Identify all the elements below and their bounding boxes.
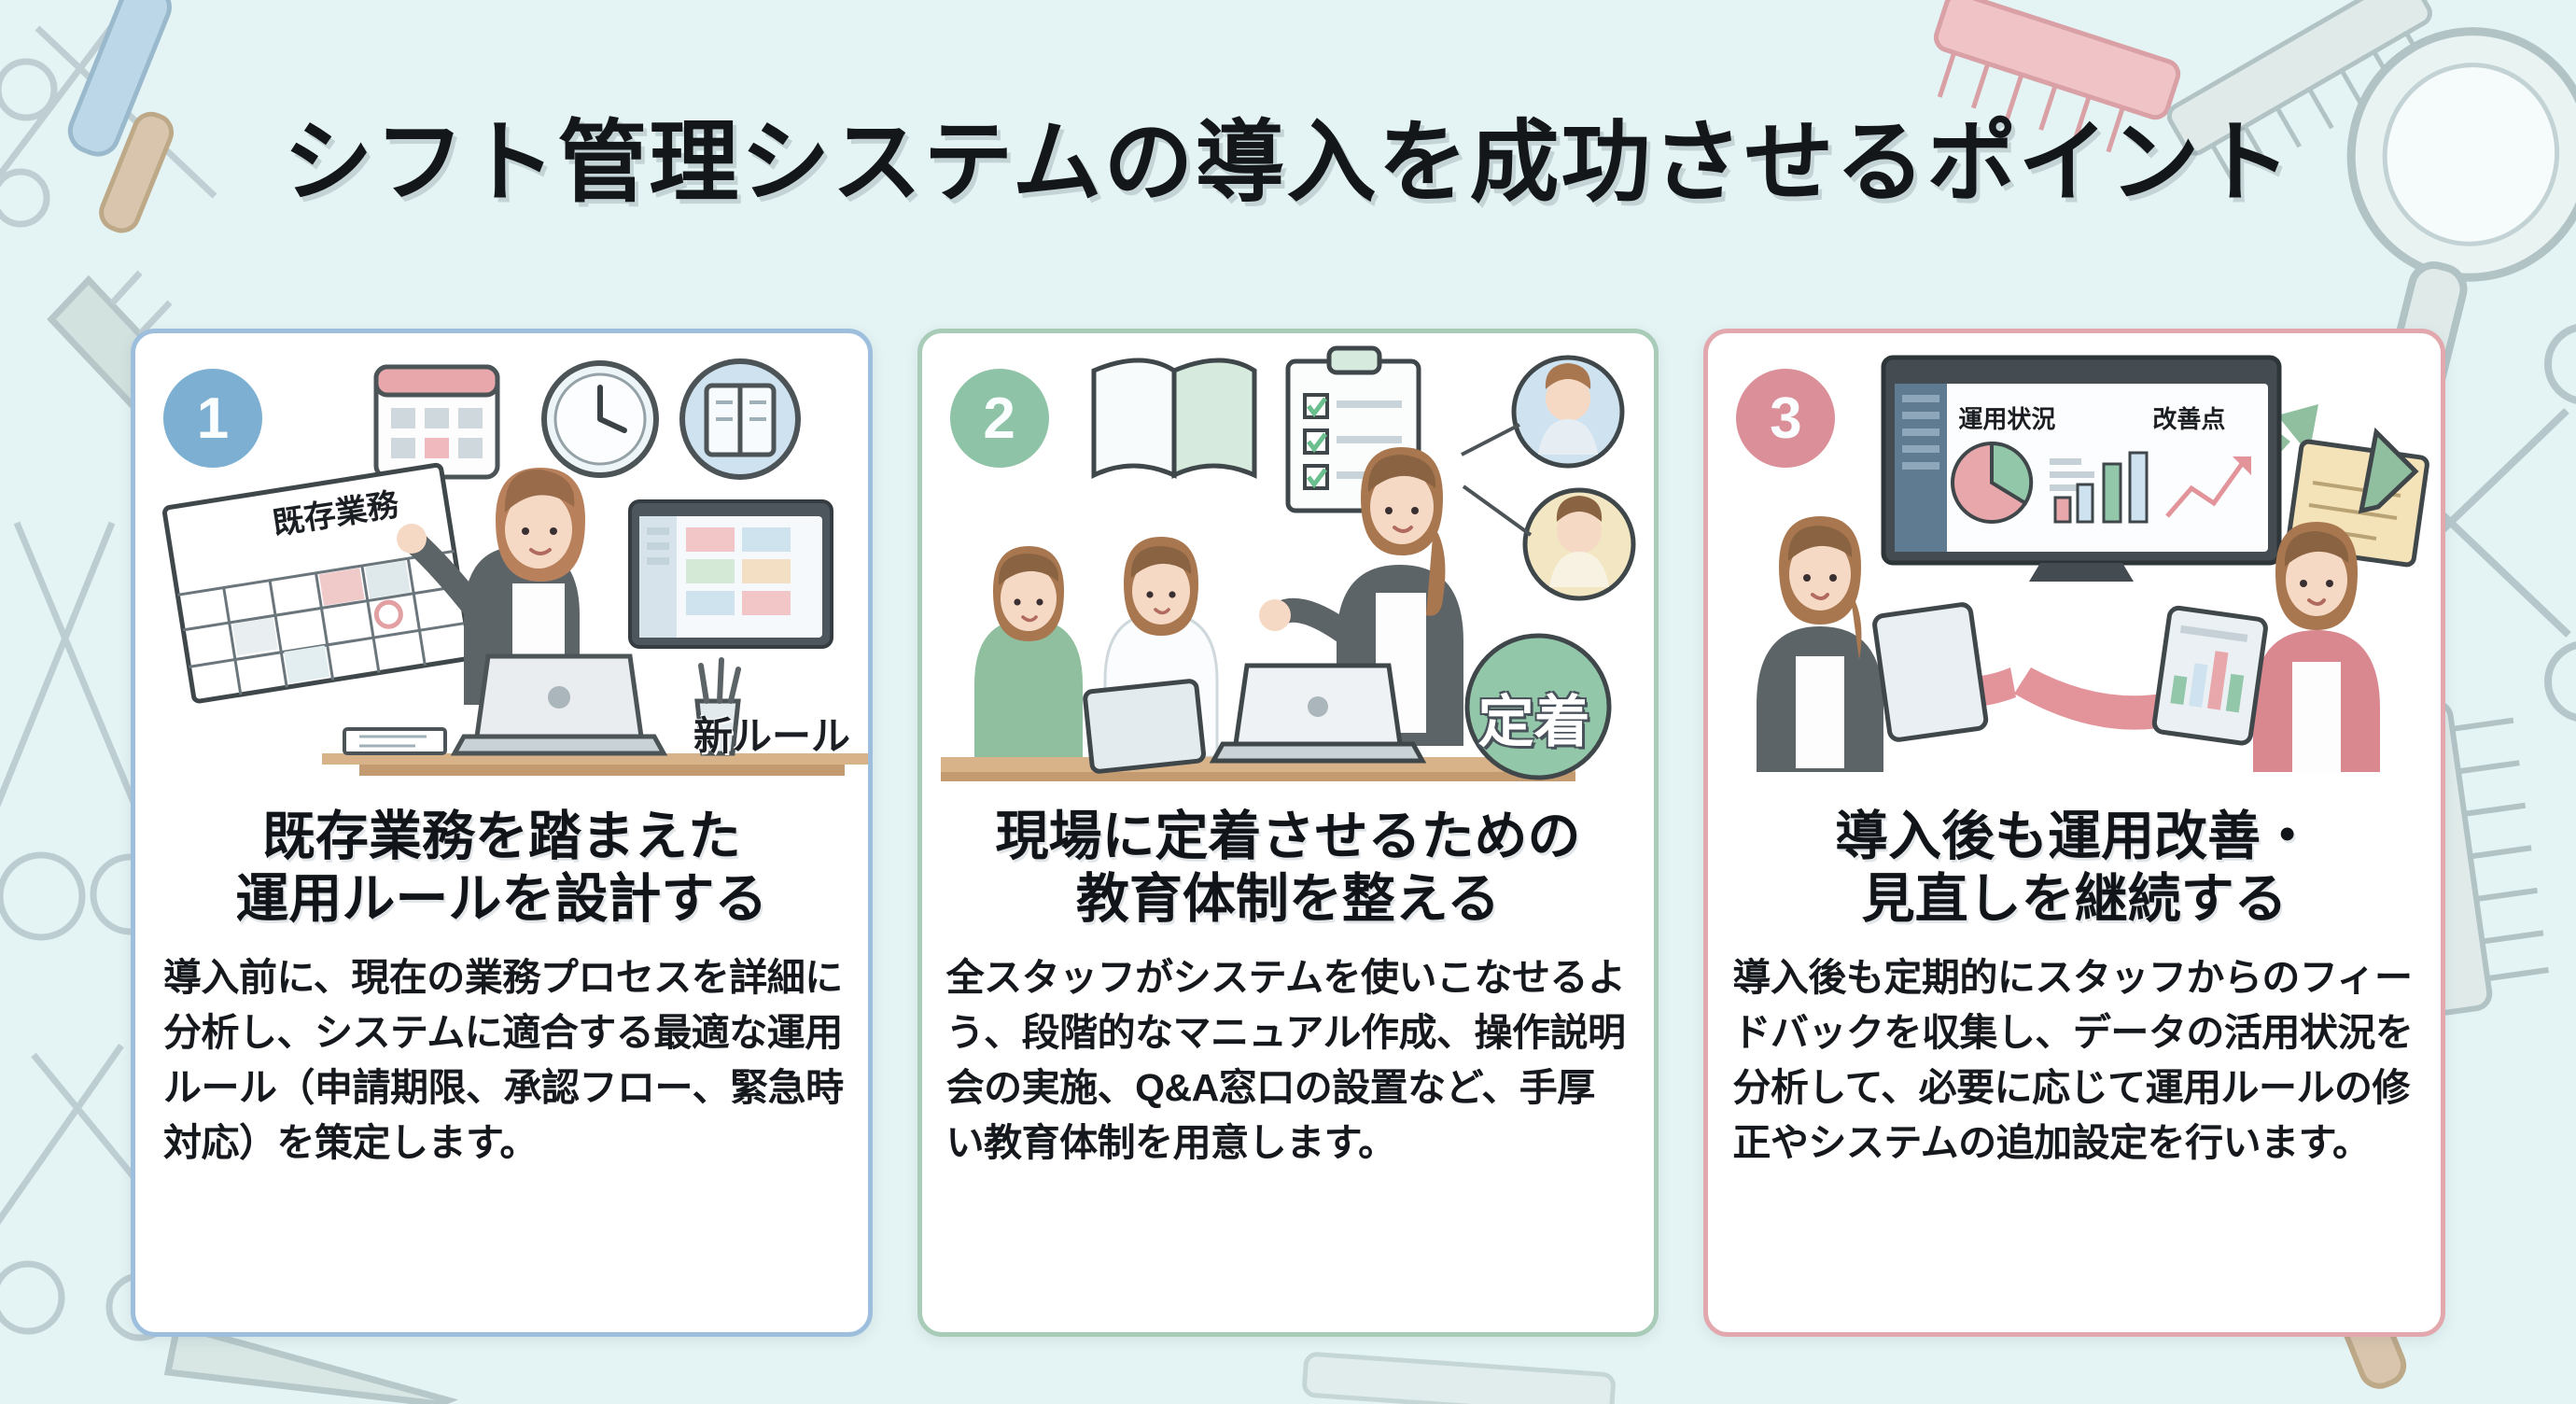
pen-cup-icon xyxy=(694,657,741,756)
teichaku-stamp-icon xyxy=(1464,633,1612,780)
paper-schedule-icon xyxy=(161,462,473,704)
card-3-dashboard-left-label: 運用状況 xyxy=(1958,405,2056,433)
comb-icon xyxy=(1302,1352,1616,1404)
person-student-icon xyxy=(973,546,1083,757)
card-3-heading-line2: 見直しを継続する xyxy=(1861,869,2288,930)
page-title: シフト管理システムの導入を成功させるポイント xyxy=(283,113,2293,213)
book-icon xyxy=(679,358,801,480)
person-trainer-icon xyxy=(1258,447,1463,746)
card-1-scene-icon xyxy=(161,335,868,776)
tablet-screen-icon xyxy=(628,499,833,649)
tablet-icon xyxy=(1872,602,1989,742)
laptop-icon xyxy=(1209,663,1426,764)
avatar-circle-icon xyxy=(1522,487,1636,601)
monitor-dashboard-icon xyxy=(1881,355,2282,582)
card-1-heading-line2: 運用ルールを設計する xyxy=(235,869,768,930)
card-3-illustration: 3 xyxy=(1708,333,2441,800)
card-2-scene-icon xyxy=(940,345,1636,781)
bar-chart-icon xyxy=(2053,451,2149,524)
card-1-heading: 既存業務を踏まえた 運用ルールを設計する xyxy=(135,800,868,932)
card-1[interactable]: 1 xyxy=(131,329,873,1337)
card-2-heading: 現場に定着させるための 教育体制を整える xyxy=(922,800,1655,932)
person-analyst-icon xyxy=(1757,516,1989,772)
cards-row: 1 xyxy=(131,329,2446,1337)
tablet-icon xyxy=(1082,679,1206,774)
card-3-heading: 導入後も運用改善・ 見直しを継続する xyxy=(1708,800,2441,932)
calendar-icon xyxy=(373,364,500,480)
page-title-container: シフト管理システムの導入を成功させるポイント xyxy=(0,90,2576,219)
paper-stack-icon xyxy=(343,727,447,755)
card-3[interactable]: 3 xyxy=(1703,329,2446,1337)
card-3-heading-line1: 導入後も運用改善・ xyxy=(1835,807,2315,866)
tablet-icon xyxy=(2152,605,2269,746)
pie-chart-icon xyxy=(1951,441,2034,524)
connector-line-icon xyxy=(1460,423,1532,537)
avatar-circle-icon xyxy=(1511,355,1625,469)
card-1-new-rule-label: 新ルール xyxy=(693,714,851,758)
card-2-body: 全スタッフがシステムを使いこなせるよう、段階的なマニュアル作成、操作説明会の実施… xyxy=(945,955,1626,1164)
card-3-body: 導入後も定期的にスタッフからのフィードバックを収集し、データの活用状況を分析して… xyxy=(1732,955,2414,1164)
card-2-number-badge: 2 xyxy=(949,369,1049,468)
card-2-illustration: 2 xyxy=(922,333,1655,800)
card-1-body: 導入前に、現在の業務プロセスを詳細に分析し、システムに適合する最適な運用ルール（… xyxy=(163,955,844,1164)
laptop-icon xyxy=(450,653,668,756)
clock-icon xyxy=(541,360,659,478)
speech-bubble-icon xyxy=(344,335,531,378)
card-1-illustration: 1 xyxy=(135,333,868,800)
card-2-heading-line1: 現場に定着させるための xyxy=(995,807,1581,866)
line-chart-icon xyxy=(2165,462,2245,518)
card-3-number-badge: 3 xyxy=(1736,369,1836,468)
card-3-scene-icon xyxy=(1757,355,2430,772)
card-3-dashboard-right-label: 改善点 xyxy=(2152,405,2226,433)
card-2-heading-line2: 教育体制を整える xyxy=(1075,869,1501,930)
card-2[interactable]: 2 xyxy=(917,329,1659,1337)
card-1-heading-line1: 既存業務を踏まえた xyxy=(261,807,741,866)
card-1-number-badge: 1 xyxy=(163,369,262,468)
card-2-stamp-label: 定着 xyxy=(1477,691,1590,753)
open-book-icon xyxy=(1091,358,1257,479)
